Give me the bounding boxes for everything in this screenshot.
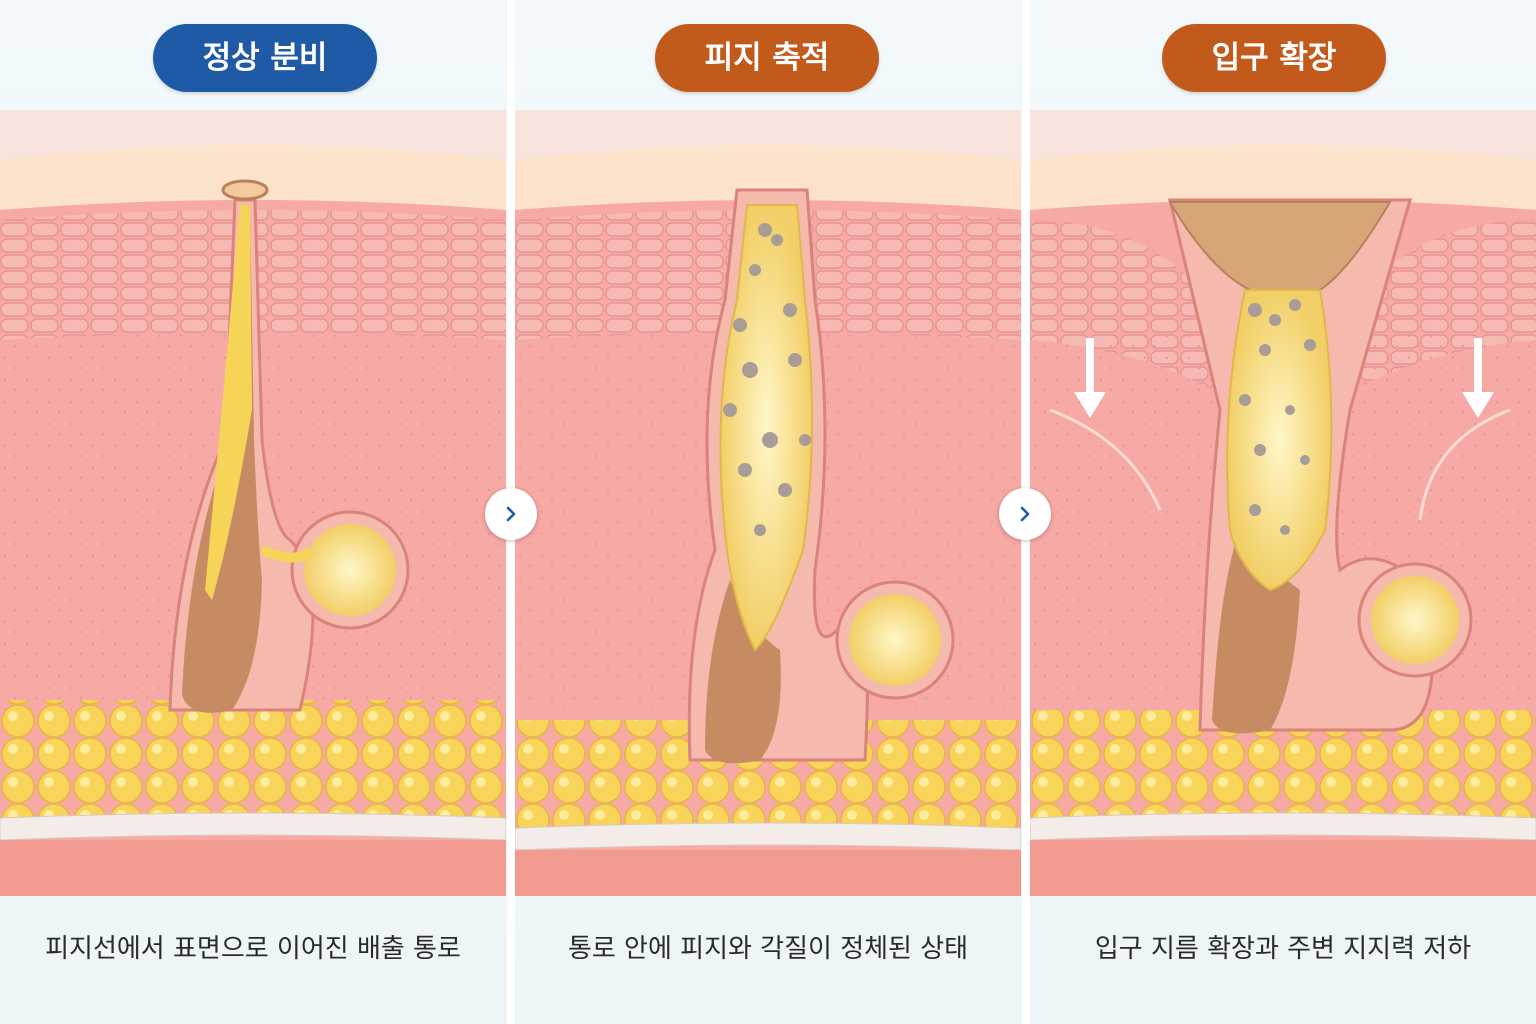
chevron-right-icon [1020,506,1030,522]
stage-caption: 입구 지름 확장과 주변 지지력 저하 [1094,934,1472,964]
chevron-right-icon [506,506,516,522]
skin-cross-section-illustration [1030,110,1536,896]
stage-label-pill: 정상 분비 [153,24,377,92]
stage-caption: 피지선에서 표면으로 이어진 배출 통로 [45,934,461,964]
stage-panel-normal: 정상 분비 피지선에서 표면으로 이어진 배출 통로 [0,0,506,1024]
stage-caption: 통로 안에 피지와 각질이 정체된 상태 [567,934,969,964]
keratin-clumps [723,223,811,536]
arrow-down-icon [1462,338,1494,418]
next-stage-button[interactable] [485,488,537,540]
arrow-down-icon [1074,338,1106,418]
stage-panel-enlarged-opening: 입구 확장 [1030,0,1536,1024]
stage-panel-sebum-buildup: 피지 축적 통로 안에 피지와 각질이 정체된 상태 [515,0,1021,1024]
next-stage-button[interactable] [999,488,1051,540]
stage-label-pill: 피지 축적 [655,24,879,92]
keratin-clumps [1239,299,1316,535]
skin-cross-section-illustration [0,110,506,896]
stage-label-pill: 입구 확장 [1162,24,1386,92]
skin-cross-section-illustration [515,110,1021,896]
